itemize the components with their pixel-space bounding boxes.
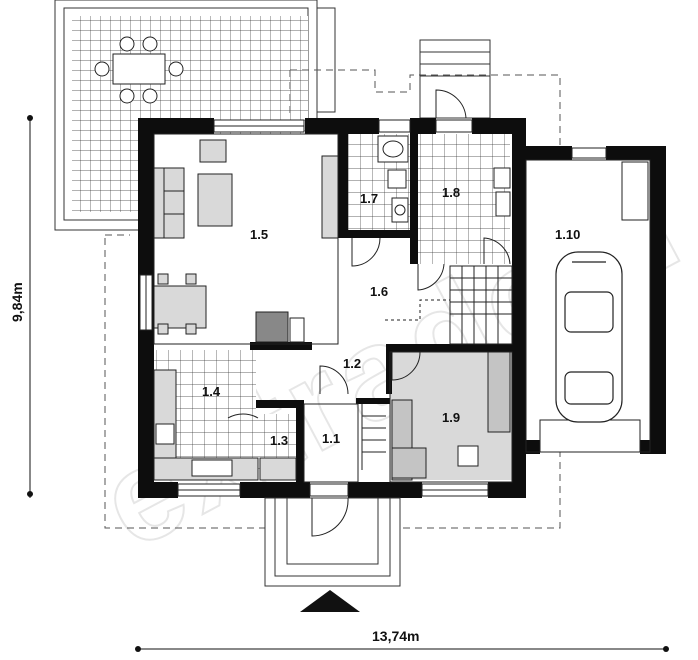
room-label-study: 1.9 bbox=[442, 410, 460, 425]
windows bbox=[139, 119, 607, 497]
room-label-corridor: 1.2 bbox=[343, 356, 361, 371]
room-label-garage: 1.10 bbox=[555, 227, 580, 242]
room-label-kitchen: 1.4 bbox=[202, 384, 221, 399]
bath-fixtures bbox=[377, 135, 409, 223]
room-labels: 1.5 1.7 1.8 1.10 1.6 1.2 1.4 1.3 1.1 1.9 bbox=[202, 185, 580, 448]
boiler-fixtures bbox=[493, 167, 511, 217]
room-label-living: 1.5 bbox=[250, 227, 268, 242]
kitchen-counter bbox=[153, 369, 297, 481]
dimension-height: 9,84m bbox=[9, 115, 33, 498]
dimension-width: 13,74m bbox=[135, 628, 669, 652]
room-label-pantry: 1.3 bbox=[270, 433, 288, 448]
rear-steps bbox=[419, 39, 491, 119]
car-icon bbox=[555, 251, 623, 423]
study-furniture bbox=[391, 351, 511, 481]
entrance-porch bbox=[264, 497, 401, 587]
living-furniture bbox=[153, 139, 339, 343]
dimension-width-label: 13,74m bbox=[372, 628, 419, 644]
room-label-boiler: 1.8 bbox=[442, 185, 460, 200]
entrance-arrow-icon bbox=[300, 590, 360, 612]
room-label-hall: 1.6 bbox=[370, 284, 388, 299]
room-label-bath: 1.7 bbox=[360, 191, 378, 206]
doors bbox=[227, 89, 511, 537]
staircase bbox=[361, 265, 513, 470]
terrace-table-icon bbox=[94, 36, 184, 104]
dimension-height-label: 9,84m bbox=[9, 282, 25, 322]
room-label-entrance: 1.1 bbox=[322, 431, 340, 446]
interior-lines bbox=[153, 133, 651, 483]
